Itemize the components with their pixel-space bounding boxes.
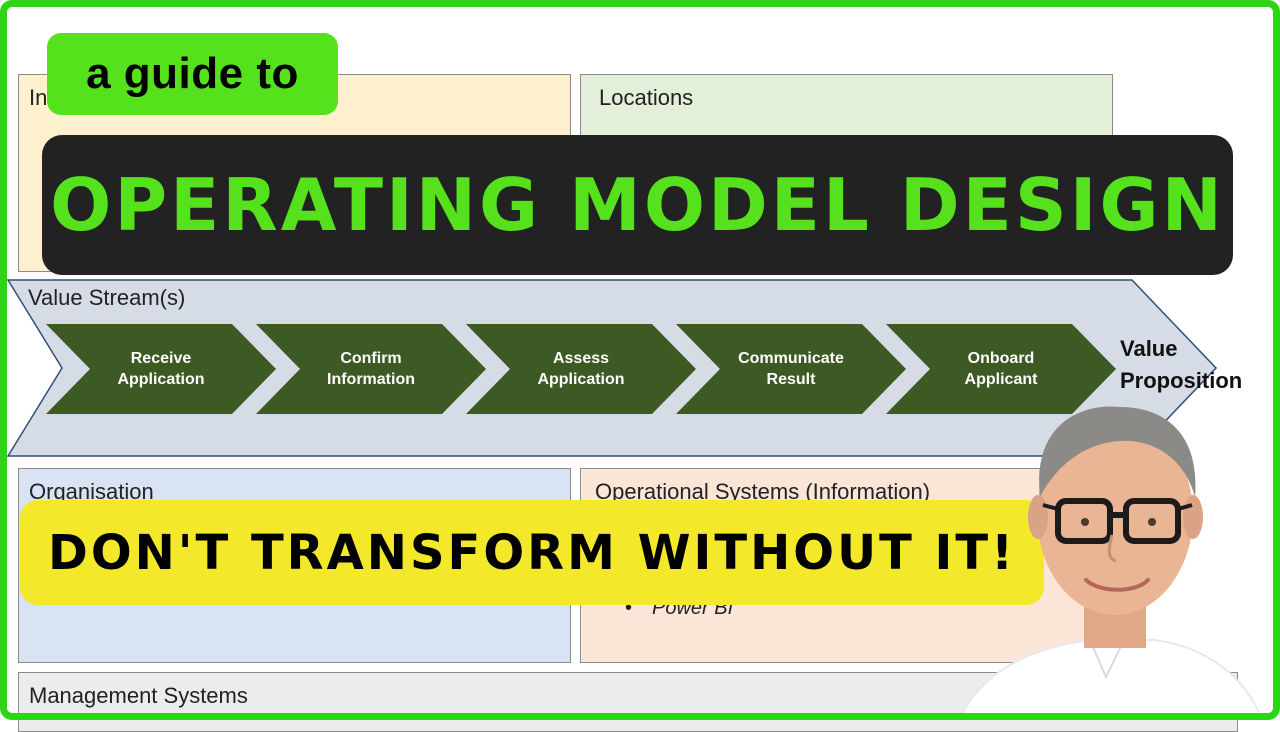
value-proposition: Value Proposition	[1120, 336, 1243, 393]
locations-panel-title: Locations	[599, 85, 694, 110]
value-stream-step	[256, 324, 486, 414]
value-stream-step	[676, 324, 906, 414]
value-stream-step	[886, 324, 1116, 414]
guide-pill: a guide to	[47, 33, 338, 115]
inputs-panel-title: In	[29, 85, 48, 110]
main-title-banner: OPERATING MODEL DESIGN	[42, 135, 1233, 275]
value-stream-title: Value Stream(s)	[28, 285, 186, 310]
operational-systems-panel-title: Operational Systems (Information)	[595, 479, 931, 504]
subtitle-banner: DON'T TRANSFORM WITHOUT IT!	[20, 500, 1044, 605]
value-stream-step	[466, 324, 696, 414]
organisation-panel-title: Organisation	[29, 479, 154, 504]
value-stream-step	[46, 324, 276, 414]
presenter-photo	[958, 406, 1264, 720]
management-systems-panel-title: Management Systems	[29, 683, 248, 708]
